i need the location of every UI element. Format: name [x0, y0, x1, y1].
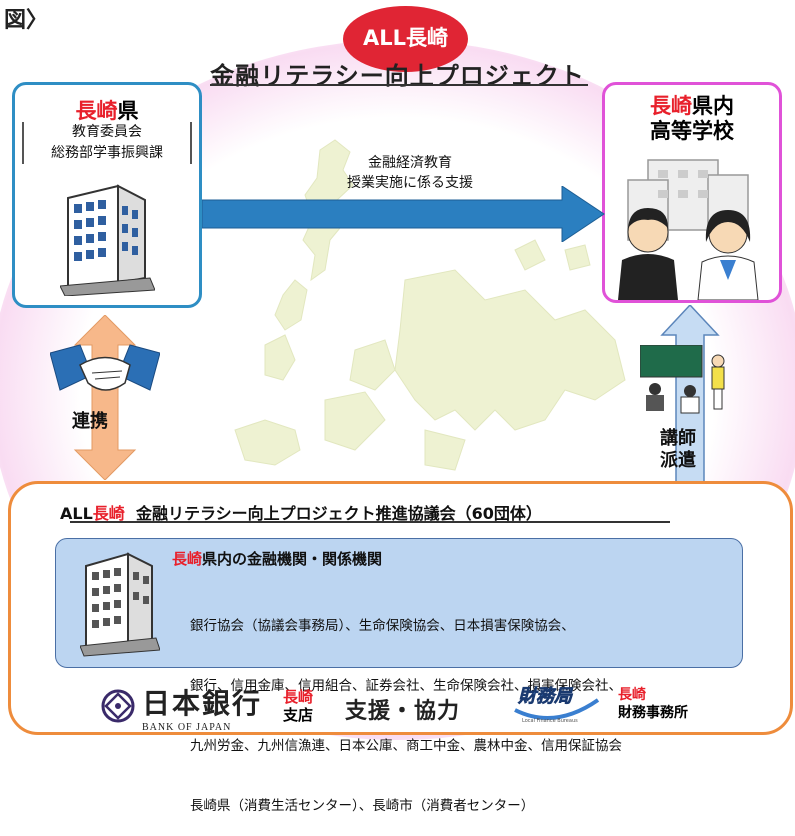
finance-office-city: 長崎: [618, 687, 646, 703]
boj-name: 日本銀行: [142, 687, 263, 720]
institutions-title: 長崎県内の金融機関・関係機関: [172, 548, 382, 569]
schools-suffix: 県内: [692, 94, 734, 118]
council-underline: [70, 521, 670, 523]
institutions-line: 銀行、信用金庫、信用組合、証券会社、生命保険会社、損害保険会社、: [190, 678, 622, 694]
schools-heading: 長崎県内: [605, 93, 779, 119]
support-cooperation-label: 支援・協力: [345, 699, 461, 724]
collaboration-arrow: [73, 315, 137, 480]
boj-branch-city: 長崎: [283, 688, 314, 706]
institutions-nagasaki: 長崎: [172, 550, 203, 568]
school-students-illustration: [618, 159, 759, 300]
institutions-line: 九州労金、九州信漁連、日本公庫、商工中金、農林中金、信用保証協会: [190, 738, 622, 754]
institutions-heading: 県内の金融機関・関係機関: [202, 550, 383, 568]
council-prefix: ALL: [60, 504, 93, 523]
finance-bureau-logo: 財務局 Local Finance Bureaus: [514, 686, 600, 724]
student-boy: [618, 208, 678, 300]
student-girl: [697, 210, 759, 300]
council-name: 金融リテラシー向上プロジェクト推進協議会（60団体）: [135, 504, 542, 523]
classroom-lecture-icon: [640, 345, 725, 414]
collaboration-label: 連携: [72, 411, 108, 432]
finance-office: 長崎 財務事務所: [618, 686, 688, 722]
title-underline: [210, 84, 588, 86]
institutions-panel: [55, 538, 743, 668]
support-label-line2: 授業実施に係る支援: [347, 175, 473, 191]
prefecture-name: 長崎: [75, 99, 118, 123]
institutions-line: 銀行協会（協議会事務局）、生命保険協会、日本損害保険協会、: [190, 618, 575, 634]
prefecture-heading: 長崎県: [15, 95, 199, 125]
support-arrow-label: 金融経済教育 授業実施に係る支援: [300, 153, 520, 193]
dept-general-affairs: 総務部学事振興課: [51, 145, 163, 161]
boj-branch-type: 支店: [283, 706, 314, 724]
dispatch-label-line2: 派遣: [660, 450, 696, 471]
finance-bureau-logo-text: 財務局: [517, 686, 574, 707]
institution-building-icon: [80, 552, 160, 657]
prefecture-suffix: 県: [117, 99, 139, 123]
council-nagasaki: 長崎: [92, 504, 125, 523]
schools-prefecture: 長崎: [650, 94, 692, 118]
schools-type: 高等学校: [650, 119, 734, 143]
prefecture-departments: 教育委員会 総務部学事振興課: [22, 122, 192, 164]
finance-office-name: 財務事務所: [618, 705, 688, 721]
support-arrow: [202, 186, 605, 242]
dept-board-of-education: 教育委員会: [72, 124, 142, 140]
dispatch-label: 講師 派遣: [660, 428, 696, 472]
institutions-line: 長崎県（消費生活センター）、長崎市（消費者センター）: [190, 798, 535, 814]
boj-emblem-icon: [101, 689, 135, 723]
office-building-icon: [60, 184, 155, 296]
all-nagasaki-badge: ALL長崎: [343, 6, 468, 72]
support-label-line1: 金融経済教育: [368, 155, 452, 171]
nagasaki-map: [234, 139, 626, 471]
figure-label: 図〉: [4, 8, 49, 33]
handshake-icon: [50, 344, 160, 391]
finance-bureau-english: Local Finance Bureaus: [522, 718, 578, 724]
dispatch-label-line1: 講師: [660, 428, 696, 449]
boj-branch: 長崎 支店: [283, 688, 313, 724]
boj-english: BANK OF JAPAN: [142, 722, 232, 733]
council-title: ALL長崎 金融リテラシー向上プロジェクト推進協議会（60団体）: [60, 500, 760, 524]
boj-logo: 日本銀行 BANK OF JAPAN: [142, 682, 262, 733]
